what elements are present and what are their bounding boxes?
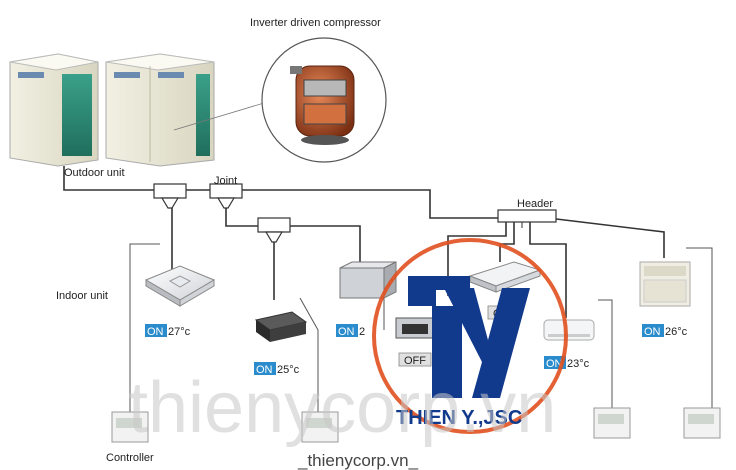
- joint-fitting-1: [153, 183, 187, 209]
- status-badge-unit-1: ON 27°c: [145, 324, 191, 338]
- on-label: ON: [546, 358, 563, 370]
- controller-2: [301, 411, 339, 443]
- ducted-unit-1: [254, 311, 308, 342]
- status-badge-unit-2: ON 25°c: [254, 362, 300, 376]
- compressor-label: Inverter driven compressor: [250, 17, 381, 29]
- ducted-unit-2: [395, 317, 435, 339]
- compressor-illustration: [261, 37, 387, 163]
- header-label: Header: [517, 198, 553, 210]
- logo-text: THIEN Y.,JSC: [396, 407, 522, 429]
- header-manifold: [497, 209, 557, 228]
- on-label: ON: [644, 326, 661, 338]
- off-label: OFF: [404, 355, 426, 367]
- status-badge-unit-5: ON 26°c: [642, 324, 688, 338]
- controller-label: Controller: [106, 452, 154, 464]
- concealed-unit: [339, 261, 397, 299]
- temp-label-unit-5: 26°c: [665, 326, 688, 338]
- status-badge-unit-3: ON 2: [336, 324, 365, 338]
- indoor-unit-label: Indoor unit: [56, 290, 108, 302]
- floor-unit: [639, 261, 691, 307]
- controllers: [111, 407, 721, 443]
- controller-3: [593, 407, 631, 439]
- temp-label-unit-2: 25°c: [277, 364, 300, 376]
- outdoor-unit-label: Outdoor unit: [64, 167, 125, 179]
- outdoor-unit-right: [105, 53, 275, 167]
- controller-1: [111, 411, 149, 443]
- on-label: ON: [338, 326, 355, 338]
- temp-label-unit-1: 27°c: [168, 326, 191, 338]
- outdoor-unit-left: [9, 53, 99, 167]
- temp-label-unit-4: 23°c: [567, 358, 590, 370]
- footer-watermark: _thienycorp.vn_: [297, 451, 419, 470]
- cassette-unit-1: [144, 265, 216, 307]
- status-badge-off-ducted: OFF: [398, 352, 432, 367]
- on-label: ON: [256, 364, 273, 376]
- on-label: ON: [147, 326, 164, 338]
- temp-label-unit-3: 2: [359, 326, 365, 338]
- controller-4: [683, 407, 721, 439]
- joint-fitting-2: [209, 183, 243, 209]
- wall-unit: [543, 319, 595, 341]
- watermark-text: thienycorp.vn: [128, 368, 556, 448]
- joint-label: Joint: [214, 175, 237, 187]
- watermark-logo: THIEN Y.,JSC: [372, 238, 568, 434]
- joint-fitting-3: [257, 217, 291, 243]
- ceiling-unit: [468, 261, 542, 293]
- refrigerant-piping: [63, 166, 665, 318]
